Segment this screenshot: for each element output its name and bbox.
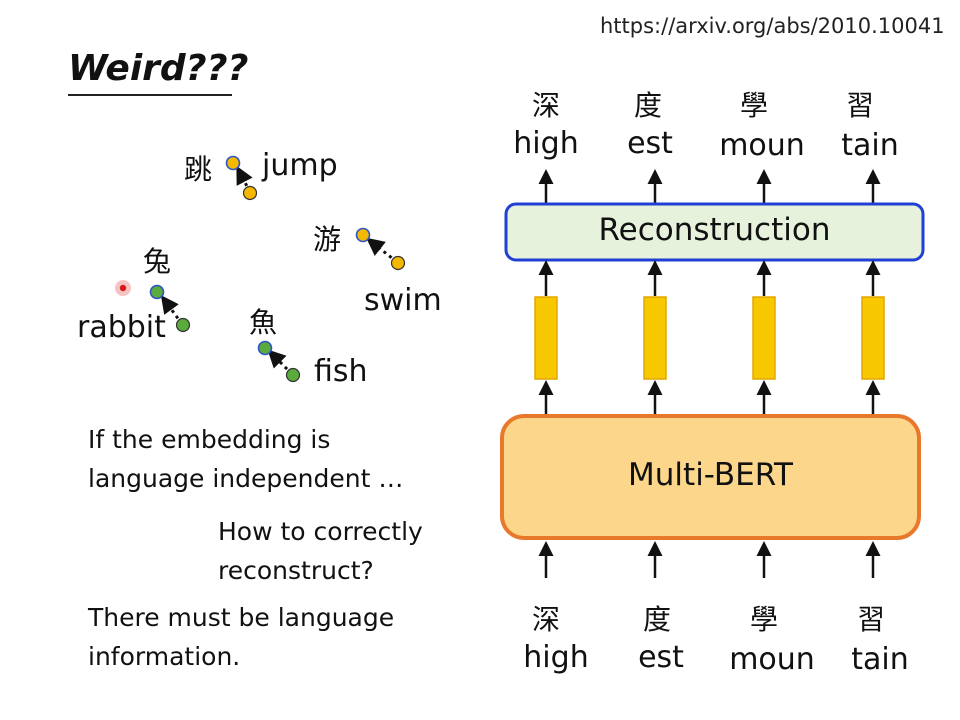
text-line: How to correctly xyxy=(218,517,423,546)
multi-bert-label: Multi-BERT xyxy=(628,457,793,493)
top-token-4-zh: 習 xyxy=(845,89,874,122)
jump-en-label: jump xyxy=(262,148,338,183)
embedding-pair-jump xyxy=(225,155,258,201)
fish-zh-point xyxy=(257,340,273,356)
fish-zh-label: 魚 xyxy=(249,306,278,339)
jump-zh-label: 跳 xyxy=(184,153,213,186)
rabbit-en-point xyxy=(175,317,191,333)
top-token-3-en: moun xyxy=(719,128,805,163)
vector-2 xyxy=(643,296,667,380)
bottom-token-4-zh: 習 xyxy=(856,603,885,636)
input-arrows xyxy=(538,541,881,578)
title-underline xyxy=(68,94,232,96)
swim-en-point xyxy=(390,255,406,271)
text-line: If the embedding is xyxy=(88,425,331,454)
text-line: language independent … xyxy=(88,464,404,493)
bottom-token-3-zh: 學 xyxy=(749,603,778,636)
rabbit-zh-point xyxy=(149,284,165,300)
text-language-info: There must be language information. xyxy=(88,598,394,676)
embedding-pair-fish xyxy=(257,340,301,383)
swim-zh-point xyxy=(355,227,371,243)
text-embedding-independent: If the embedding is language independent… xyxy=(88,420,403,498)
bert-to-vector-arrows xyxy=(538,380,881,414)
reconstruction-label: Reconstruction xyxy=(598,212,831,248)
bottom-token-4-en: tain xyxy=(851,642,909,677)
vector-3 xyxy=(752,296,776,380)
swim-en-label: swim xyxy=(364,283,442,318)
top-token-2-en: est xyxy=(627,126,673,161)
top-token-2-zh: 度 xyxy=(633,89,662,122)
source-url[interactable]: https://arxiv.org/abs/2010.10041 xyxy=(600,14,945,38)
multi-bert-box xyxy=(500,414,921,540)
top-token-1-zh: 深 xyxy=(531,89,560,122)
vector-4 xyxy=(861,296,885,380)
embedding-pair-swim xyxy=(355,227,406,271)
jump-zh-point xyxy=(225,155,241,171)
fish-en-label: fish xyxy=(314,354,368,389)
output-arrows xyxy=(538,169,881,203)
bottom-token-2-zh: 度 xyxy=(642,603,671,636)
bottom-token-3-en: moun xyxy=(729,642,815,677)
slide-title: Weird??? xyxy=(68,48,249,89)
fish-en-point xyxy=(285,367,301,383)
top-token-4-en: tain xyxy=(841,128,899,163)
bottom-token-1-zh: 深 xyxy=(531,603,560,636)
swim-zh-label: 游 xyxy=(313,223,342,256)
reconstruction-box xyxy=(504,202,925,262)
top-token-3-zh: 學 xyxy=(739,89,768,122)
rabbit-en-label: rabbit xyxy=(77,310,166,345)
text-line: reconstruct? xyxy=(218,556,374,585)
rabbit-zh-label: 兔 xyxy=(143,245,172,278)
vector-1 xyxy=(534,296,558,380)
jump-en-point xyxy=(242,185,258,201)
text-line: information. xyxy=(88,642,241,671)
text-how-reconstruct: How to correctly reconstruct? xyxy=(218,512,423,590)
laser-pointer-dot xyxy=(115,280,131,296)
bottom-token-2-en: est xyxy=(638,640,684,675)
embedding-vectors xyxy=(534,296,885,380)
vector-to-recon-arrows xyxy=(538,260,881,296)
top-token-1-en: high xyxy=(513,126,579,161)
embedding-pair-rabbit xyxy=(149,284,191,333)
text-line: There must be language xyxy=(88,603,395,632)
bottom-token-1-en: high xyxy=(523,640,589,675)
